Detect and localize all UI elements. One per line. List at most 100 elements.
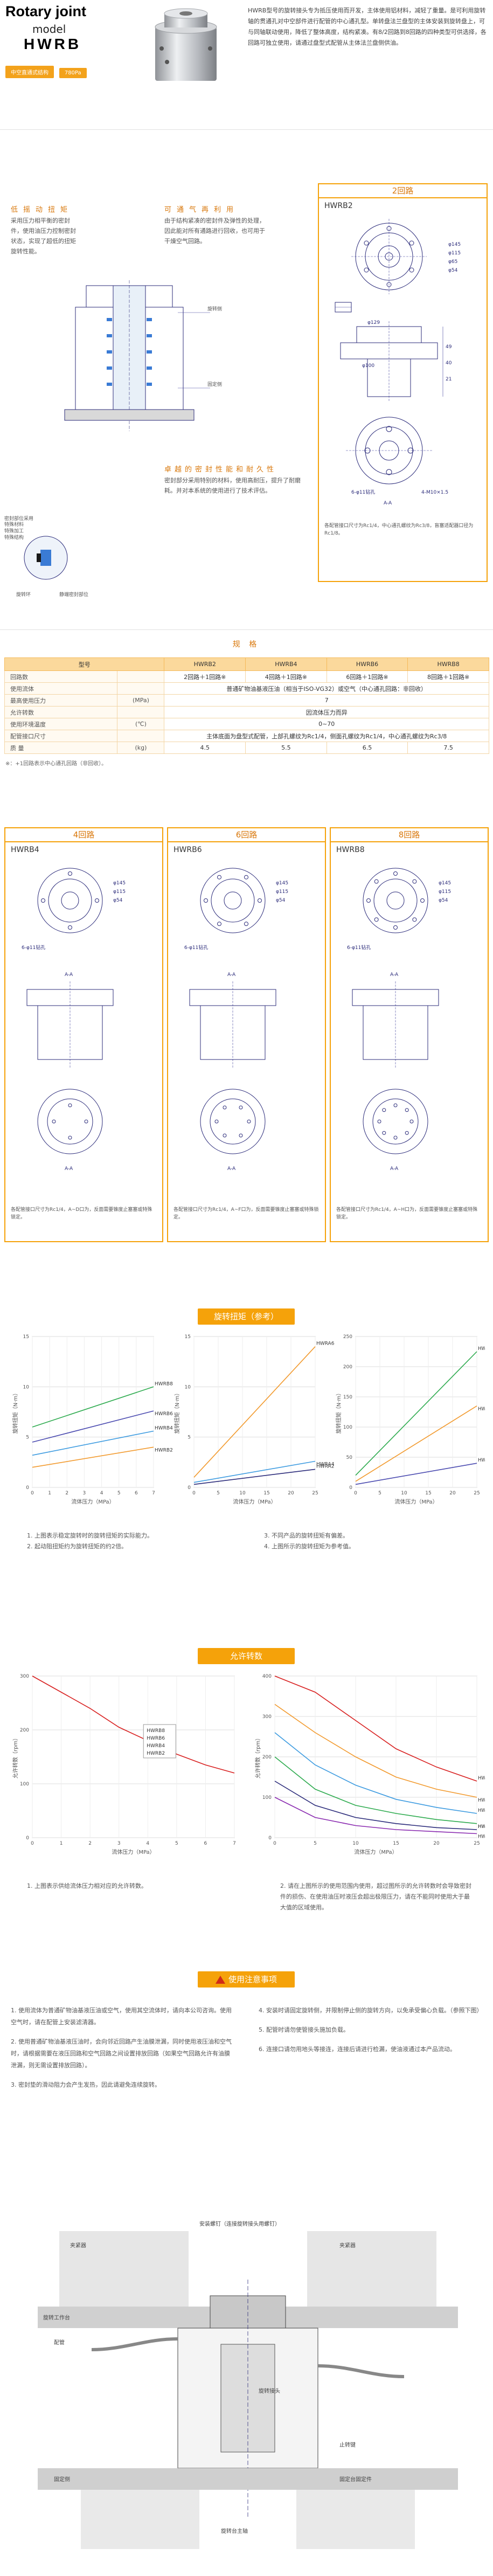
model-label: model — [32, 23, 66, 36]
rpm-section-title: 允许转数 — [198, 1648, 295, 1664]
x-tick-label: 2 — [88, 1841, 92, 1846]
port-hole — [68, 1103, 72, 1107]
dim-label: 6-φ11钻孔 — [351, 489, 375, 495]
x-tick-label: 25 — [312, 1491, 318, 1496]
y-tick-label: 100 — [343, 1425, 352, 1430]
x-tick-label: 20 — [433, 1841, 440, 1846]
row-label: 配管接口尺寸 — [4, 730, 118, 742]
table-row: 允许转数因流体压力而异 — [4, 706, 489, 718]
top-view-outer — [363, 868, 428, 933]
badge: 780Pa — [59, 68, 87, 78]
row-label: 使用环境温度 — [4, 718, 118, 730]
x-tick-label: 0 — [31, 1841, 34, 1846]
callout-seal-part: 静端密封部位 — [59, 592, 89, 598]
port-hole — [382, 1108, 386, 1112]
top-view-inner — [211, 878, 255, 923]
port-hole — [223, 1105, 227, 1110]
specs-table-wrap: 型号 HWRB2 HWRB4 HWRB6 HWRB8 回路数 2回路＋1回路※4… — [4, 657, 489, 754]
port-hole — [393, 871, 398, 876]
callout-seal: 密封部位采用 — [4, 516, 34, 522]
top-view-outer — [200, 868, 266, 933]
dim-label: φ115 — [448, 251, 461, 256]
row-unit — [117, 682, 165, 695]
x-tick-label: 7 — [152, 1491, 155, 1496]
column-header: HWRB6 — [326, 657, 408, 671]
plot-area — [32, 1336, 154, 1488]
dim-label: 6-φ11钻孔 — [184, 944, 208, 951]
note-line: 4. 上图所示的旋转扭矩为参考值。 — [264, 1543, 355, 1550]
dim-label: 40 — [446, 361, 452, 366]
torque-notes-right: 3. 不同产品的旋转扭矩有偏差。 4. 上图所示的旋转扭矩为参考值。 — [264, 1531, 469, 1552]
port-hole — [420, 898, 425, 903]
y-tick-label: 0 — [26, 1485, 29, 1491]
port-hole — [217, 875, 221, 880]
series-label: HWRA2 — [316, 1464, 334, 1469]
legend-entry: HWRB8 — [147, 1728, 165, 1734]
y-axis-label: 旋转扭矩（N·m） — [12, 1390, 19, 1434]
dim-label: φ129 — [367, 320, 380, 326]
port-hole — [382, 1131, 386, 1135]
y-axis-label: 允许转数（rpm） — [254, 1735, 261, 1778]
series-label: HWRA6 — [478, 1824, 485, 1830]
series-label: HWRA4 — [478, 1798, 485, 1803]
table-row: 回路数 2回路＋1回路※4回路＋1回路※6回路＋1回路※8回路＋1回路※ — [4, 670, 489, 683]
port-hole — [377, 1119, 381, 1124]
series-label: HWRA8 — [478, 1458, 485, 1463]
torque-section-title: 旋转扭矩（参考） — [198, 1308, 295, 1325]
cautions-right: 4. 安装时请固定旋转侧，并限制停止侧的旋转方向，以免承受偏心负载。（参照下图）… — [259, 2005, 483, 2055]
dim-label: 49 — [446, 344, 452, 350]
dim-label: φ54 — [448, 268, 458, 273]
dim-label: φ145 — [276, 881, 288, 886]
specs-table: 型号 HWRB2 HWRB4 HWRB6 HWRB8 回路数 2回路＋1回路※4… — [4, 657, 489, 754]
seal-item: 特殊加工 — [4, 529, 24, 534]
cell: 8回路＋1回路※ — [407, 670, 489, 683]
x-axis-label: 流体压力（MPa） — [354, 1848, 397, 1855]
plot-area — [32, 1675, 235, 1838]
port-hole — [405, 1131, 409, 1135]
cell: 4回路＋1回路※ — [245, 670, 327, 683]
column-header: 型号 — [4, 657, 165, 671]
y-tick-label: 50 — [346, 1455, 353, 1460]
y-tick-label: 200 — [343, 1365, 352, 1370]
table-row: 使用流体普通矿物油基液压油（相当于ISO-VG32）或空气（中心通孔回路：非回收… — [4, 682, 489, 695]
feature-text-low-torque: 采用压力相平衡的密封件，使用油压力控制密封状态，实现了超低的扭矩旋转性能。 — [11, 217, 76, 255]
port-hole — [68, 925, 72, 930]
y-tick-label: 0 — [268, 1836, 272, 1841]
rpm-note-left: 1. 上图表示供给流体压力相对应的允许转数。 — [27, 1882, 147, 1889]
x-tick-label: 20 — [449, 1491, 456, 1496]
y-axis-label: 旋转扭矩（N·m） — [173, 1390, 180, 1434]
table-header-row: 型号 HWRB2 HWRB4 HWRB6 HWRB8 — [4, 657, 489, 671]
x-tick-label: 2 — [65, 1491, 68, 1496]
specs-footnote: ※：+1回路表示中心通孔回路（非回收）。 — [5, 761, 107, 767]
diagram-label: 配管 — [54, 2339, 65, 2346]
bottom-view-outer — [363, 1089, 428, 1154]
diagram-label: 固定台固定件 — [339, 2476, 372, 2483]
feature-text-seal: 密封部分采用特别的材料，使用高耐压，提升了耐磨耗。并对本系统的使用进行了技术评估… — [164, 477, 301, 494]
hwrb2-panel-title: 2回路 — [319, 184, 487, 198]
center-bore — [386, 891, 405, 910]
series-line — [274, 1732, 477, 1814]
y-tick-label: 0 — [349, 1485, 352, 1491]
variant-note: 各配管接口尺寸为Rc1/4，A~D口为，反面需要锥度止塞塞或特殊锁定。 — [11, 1207, 152, 1220]
dim-label: φ54 — [276, 898, 286, 903]
series-label: HWRA4 — [316, 1462, 335, 1467]
x-tick-label: 0 — [31, 1491, 34, 1496]
x-tick-label: 0 — [192, 1491, 196, 1496]
series-label: HWRA2 — [478, 1776, 485, 1781]
y-tick-label: 300 — [20, 1674, 29, 1679]
variant-model: HWRB4 — [11, 846, 39, 854]
cell: 5.5 — [245, 742, 327, 754]
dim-label: φ65 — [448, 259, 457, 265]
hwrb2-note: 各配管接口尺寸为Rc1/4，中心通孔螺纹为Rc3/8，盲塞适配器口径为Rc1/8… — [324, 523, 474, 536]
x-tick-label: 5 — [175, 1841, 178, 1846]
center-bore — [61, 891, 79, 910]
caution-item: 2. 使用普通矿物油基液压油时，会向邻近回路产生油膜泄漏，同时使用液压油和空气时… — [11, 2038, 232, 2069]
hwrb2-technical-drawing: φ145 φ115 φ65 φ54 φ129 φ100 49 40 21 6-φ… — [335, 219, 461, 506]
series-label: HWRB4 — [155, 1425, 173, 1431]
variant-title: 6回路 — [168, 828, 325, 842]
x-tick-label: 15 — [393, 1841, 399, 1846]
dim-label: A-A — [65, 1166, 73, 1172]
